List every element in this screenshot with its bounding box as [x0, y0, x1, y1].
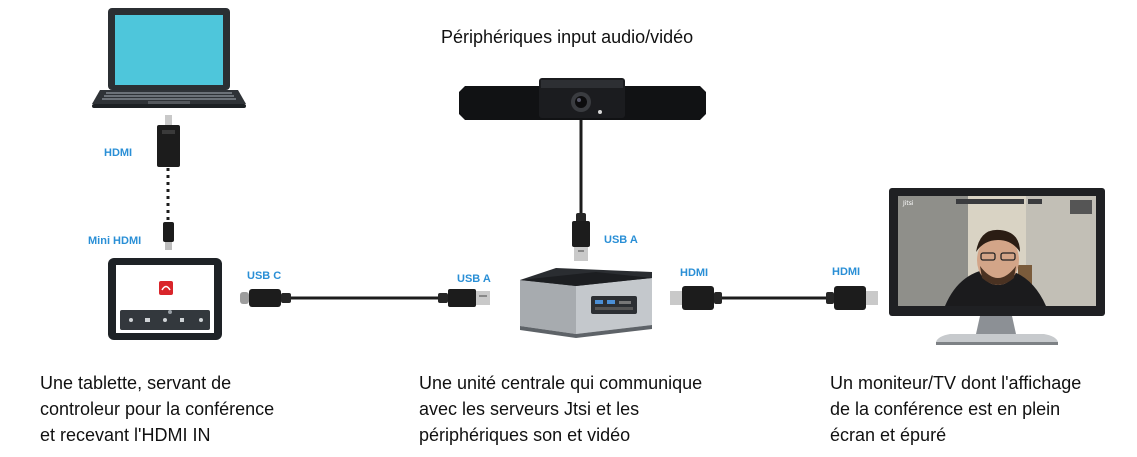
- tablet-icon: [108, 258, 222, 340]
- caption-line: écran et épuré: [830, 425, 947, 445]
- caption-tablet: Une tablette, servant de controleur pour…: [40, 370, 274, 448]
- laptop-icon: [92, 8, 246, 108]
- usbc-plug-icon: [240, 289, 291, 307]
- tablet-red-button: [159, 281, 173, 295]
- label-usba-tablet: USB A: [457, 273, 491, 285]
- caption-unit: Une unité centrale qui communique avec l…: [419, 370, 702, 448]
- caption-line: avec les serveurs Jtsi et les: [419, 399, 640, 419]
- label-hdmi-laptop: HDMI: [104, 147, 132, 159]
- label-hdmi-monitor: HDMI: [832, 266, 860, 278]
- usba-plug-tablet-icon: [438, 289, 490, 307]
- label-hdmi-nuc: HDMI: [680, 267, 708, 279]
- caption-line: et recevant l'HDMI IN: [40, 425, 211, 445]
- central-unit-icon: [520, 268, 652, 338]
- monitor-jitsi-logo: Jitsi: [902, 200, 914, 207]
- hdmi-plug-monitor-icon: [826, 286, 878, 310]
- caption-line: Une unité centrale qui communique: [419, 373, 703, 393]
- mini-hdmi-plug-icon: [163, 222, 174, 250]
- monitor-icon: Jitsi: [889, 188, 1105, 345]
- caption-monitor: Un moniteur/TV dont l'affichage de la co…: [830, 370, 1081, 448]
- caption-line: de la conférence est en plein: [830, 399, 1061, 419]
- caption-line: Une tablette, servant de: [40, 373, 232, 393]
- caption-line: controleur pour la conférence: [40, 399, 275, 419]
- hdmi-plug-nuc-icon: [670, 286, 722, 310]
- hdmi-plug-laptop-icon: [157, 115, 180, 167]
- caption-line: Un moniteur/TV dont l'affichage: [830, 373, 1082, 393]
- caption-line: périphériques son et vidéo: [419, 425, 631, 445]
- camera-soundbar-icon: [459, 78, 706, 120]
- usba-plug-camera-icon: [572, 213, 590, 261]
- label-usba-camera: USB A: [604, 234, 638, 246]
- label-mini-hdmi: Mini HDMI: [88, 235, 141, 247]
- diagram-title: Périphériques input audio/vidéo: [441, 27, 693, 47]
- label-usbc: USB C: [247, 270, 281, 282]
